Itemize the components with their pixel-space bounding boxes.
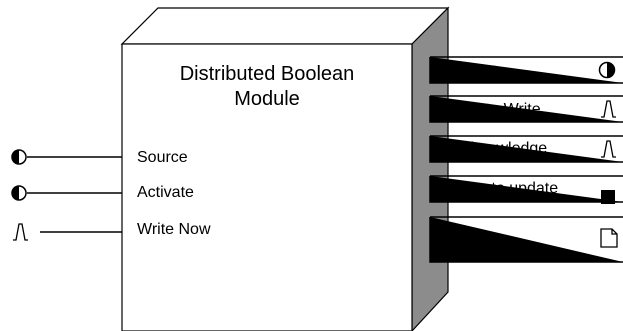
pulse-icon [601,100,616,118]
module-title-line2: Module [234,88,300,110]
output-label-acknowledge: Acknowledge [452,140,548,157]
numeric-icon [601,190,615,204]
input-label-source: Source [137,149,188,166]
input-label-activate: Activate [137,184,194,201]
output-label-time-to-update: Time to update [452,180,559,197]
boolean-icon [11,149,27,165]
module-title-line1: Distributed Boolean [179,63,355,85]
output-label-initiate-write: Initiate Write [452,101,541,118]
pulse-icon [601,140,616,158]
output-label-event: Event [452,230,493,247]
input-label-write-now: Write Now [137,221,211,238]
event-log-icon [600,228,618,248]
pulse-icon [13,223,28,241]
boolean-icon [598,61,616,79]
module-block [120,6,450,331]
boolean-icon [11,185,27,201]
module-front-face [121,43,413,331]
output-label-status: Status [452,61,498,78]
module-top-face [120,7,450,45]
input-connectors [27,156,122,233]
output-stubs [429,56,623,263]
